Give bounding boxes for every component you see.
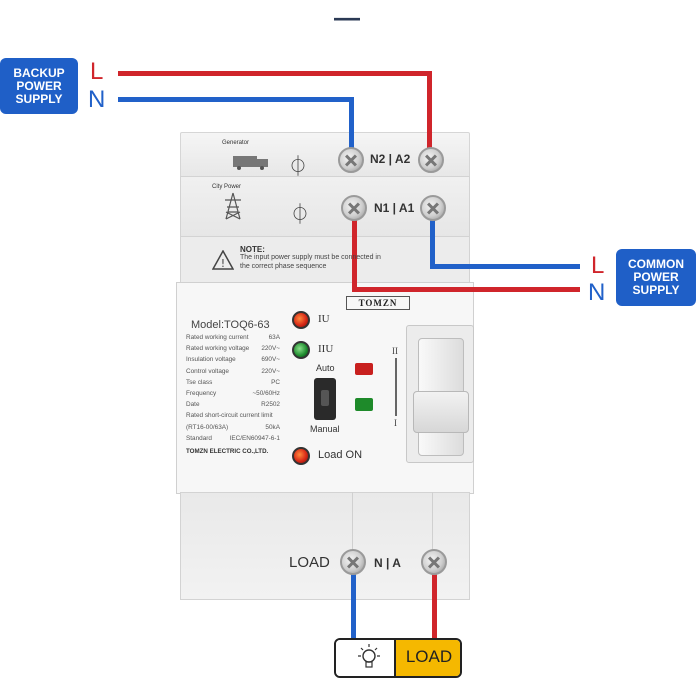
terminal-mid-label: N1 | A1 xyxy=(374,201,415,215)
maker-label: TOMZN ELECTRIC CO.,LTD. xyxy=(186,448,269,455)
common-n-wire-h xyxy=(430,264,580,269)
generator-label-text: Generator xyxy=(222,140,250,146)
auto-label: Auto xyxy=(316,363,335,373)
spec-row: Rated working current 63A xyxy=(186,334,280,341)
spec-value: IEC/EN60947-6-1 xyxy=(229,434,280,442)
backup-n-wire-v xyxy=(349,97,354,159)
position-arrow xyxy=(395,358,397,416)
handle-grip xyxy=(413,391,469,433)
common-n-letter: N xyxy=(588,279,606,306)
red-indicator-window xyxy=(355,363,373,375)
load-l-wire xyxy=(432,566,437,648)
spec-row: (RT16-00/63A) 50kA xyxy=(186,424,280,431)
load-box: LOAD xyxy=(334,638,462,678)
mode-switch-slot xyxy=(321,390,329,406)
green-indicator-window xyxy=(355,398,373,411)
spec-row: Insulation voltage 690V~ xyxy=(186,356,280,363)
bottom-divider-2 xyxy=(432,492,433,598)
spec-value: 220V~ xyxy=(261,367,280,375)
light-bulb-icon xyxy=(358,644,380,668)
terminal-a2-screw[interactable] xyxy=(418,147,444,173)
spec-value: ~50/60Hz xyxy=(252,390,280,397)
spec-row: Standard IEC/EN60947-6-1 xyxy=(186,435,280,442)
spec-key: Tse class xyxy=(186,378,213,386)
svg-text:!: ! xyxy=(221,257,225,270)
iiu-indicator-led xyxy=(292,341,310,359)
iu-indicator-led xyxy=(292,311,310,329)
bottom-divider xyxy=(352,492,353,598)
load-bulb-area xyxy=(336,640,394,676)
backup-power-supply-badge: BACKUP POWER SUPPLY xyxy=(0,58,78,114)
spec-key: Rated working current xyxy=(186,334,249,341)
spec-value: 50kA xyxy=(265,423,280,431)
backup-n-wire-h xyxy=(118,97,354,102)
brand-label: TOMZN xyxy=(346,296,410,310)
ats-device xyxy=(176,128,474,600)
terminal-load-n-screw[interactable] xyxy=(340,549,366,575)
spec-key: (RT16-00/63A) xyxy=(186,423,229,431)
backup-n-letter: N xyxy=(88,86,106,113)
spec-row: Rated working voltage 220V~ xyxy=(186,345,280,352)
position-i-label: I xyxy=(394,418,397,428)
spec-value: R2502 xyxy=(261,401,280,409)
spec-key: Control voltage xyxy=(186,367,229,375)
terminal-n2-screw[interactable] xyxy=(338,147,364,173)
load-label: LOAD xyxy=(405,647,453,666)
spec-key: Insulation voltage xyxy=(186,356,236,364)
bottom-module xyxy=(180,492,470,600)
terminal-n1-screw[interactable] xyxy=(341,195,367,221)
spec-key: Rated short-circuit current limit xyxy=(186,412,273,420)
terminal-bottom-label: N | A xyxy=(374,556,401,570)
note-title: NOTE: xyxy=(240,245,265,254)
city-power-label: City Power xyxy=(212,184,241,190)
iiu-label: IIU xyxy=(318,343,334,355)
common-n-wire-v xyxy=(430,208,435,268)
load-on-label: Load ON xyxy=(318,449,363,461)
spec-row: Tse class PC xyxy=(186,379,280,386)
terminal-a1-screw[interactable] xyxy=(420,195,446,221)
load-label-area: LOAD xyxy=(394,640,460,676)
note-line-1: The input power supply must be connected… xyxy=(240,254,381,261)
backup-l-wire-v xyxy=(427,71,432,159)
switch-symbol-mid: ⏀ xyxy=(290,202,310,226)
model-label: Model:TOQ6-63 xyxy=(191,319,270,331)
spec-value: 63A xyxy=(268,334,280,341)
spec-key: Date xyxy=(186,401,200,409)
switch-symbol-top: ⏀ xyxy=(288,154,308,178)
top-dash: — xyxy=(334,2,360,32)
city-power-label-text: City Power xyxy=(212,184,242,190)
generator-label: Generator xyxy=(222,140,249,146)
common-l-letter: L xyxy=(591,252,605,279)
spec-value: 220V~ xyxy=(261,345,280,353)
terminal-top-label: N2 | A2 xyxy=(370,152,411,166)
spec-row: Frequency ~50/60Hz xyxy=(186,390,280,397)
load-terminal-label: LOAD xyxy=(289,554,330,571)
spec-key: Frequency xyxy=(186,390,217,397)
backup-l-wire-h xyxy=(118,71,432,76)
mode-switch[interactable] xyxy=(314,378,336,420)
load-n-wire xyxy=(351,566,356,648)
spec-row: Control voltage 220V~ xyxy=(186,368,280,375)
backup-l-letter: L xyxy=(90,58,104,85)
note-line-2: the correct phase sequence xyxy=(240,263,327,270)
spec-value: 690V~ xyxy=(261,356,280,364)
load-on-led xyxy=(292,447,310,465)
manual-label: Manual xyxy=(310,424,340,434)
position-ii-label: II xyxy=(392,346,398,356)
spec-row: Rated short-circuit current limit xyxy=(186,412,280,419)
warning-icon: ! xyxy=(211,249,235,270)
spec-key: Standard xyxy=(186,434,212,442)
spec-key: Rated working voltage xyxy=(186,345,250,353)
generator-icon xyxy=(232,152,270,170)
pylon-icon xyxy=(222,192,244,220)
transfer-handle[interactable] xyxy=(413,338,469,456)
common-l-wire-v xyxy=(352,208,357,292)
spec-value: PC xyxy=(271,378,280,386)
common-l-wire-h xyxy=(352,287,580,292)
spec-row: Date R2502 xyxy=(186,401,280,408)
terminal-load-a-screw[interactable] xyxy=(421,549,447,575)
common-power-supply-badge: COMMON POWER SUPPLY xyxy=(616,249,696,306)
iu-label: IU xyxy=(318,313,330,325)
